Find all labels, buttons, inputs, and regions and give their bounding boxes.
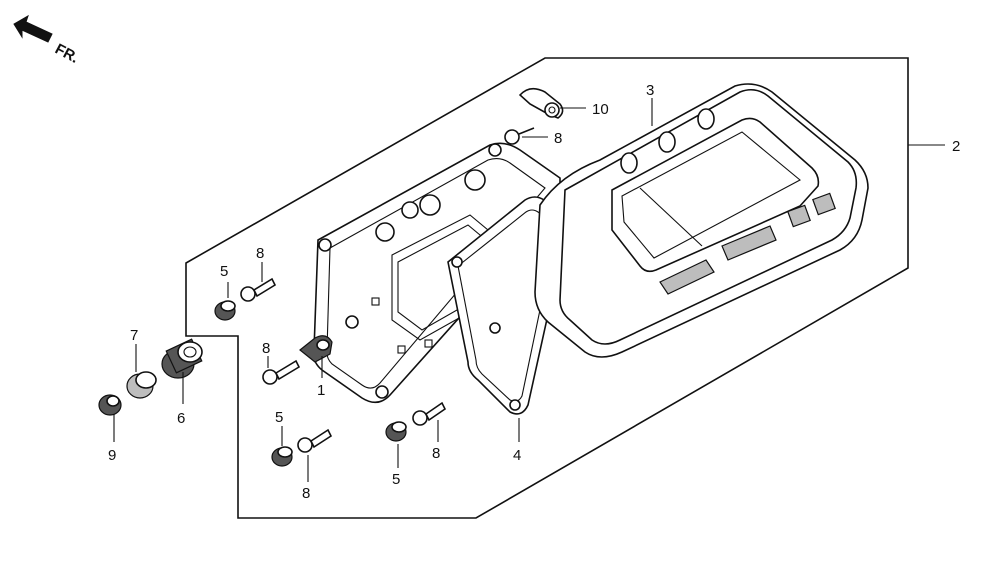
screw-part-8 xyxy=(262,359,301,385)
set-button-icon xyxy=(721,225,777,261)
screw-part-8 xyxy=(297,428,333,453)
bushing-part-6 xyxy=(161,338,203,379)
callout-8: 8 xyxy=(302,485,310,502)
boss-hole-icon xyxy=(318,238,332,252)
callout-9: 9 xyxy=(108,447,116,464)
callout-5: 5 xyxy=(220,263,228,280)
mode-button-icon xyxy=(659,259,715,295)
callout-7: 7 xyxy=(130,327,138,344)
assembly-group-outline xyxy=(185,57,909,519)
boss-hole-icon xyxy=(375,385,389,399)
screw-part-8 xyxy=(412,401,447,426)
callout-8: 8 xyxy=(432,445,440,462)
indicator-lamp-icon xyxy=(697,108,715,130)
leader-lines xyxy=(113,98,945,482)
callout-8: 8 xyxy=(554,130,562,147)
switch-button-icon xyxy=(812,192,836,216)
bushing-part-7 xyxy=(126,371,157,399)
grommet-part-5 xyxy=(385,421,407,442)
callout-5: 5 xyxy=(275,409,283,426)
gasket-part-4 xyxy=(447,196,561,415)
switch-button-icon xyxy=(787,204,811,228)
front-direction-label: FR. xyxy=(52,41,81,67)
wire-clip-part-1 xyxy=(299,335,333,363)
callout-10: 10 xyxy=(592,101,609,118)
callout-8: 8 xyxy=(256,245,264,262)
callout-3: 3 xyxy=(646,82,654,99)
meter-housing-part-3 xyxy=(534,83,869,358)
callout-5: 5 xyxy=(392,471,400,488)
grommet-part-5 xyxy=(271,446,293,467)
screw-part-8 xyxy=(240,277,277,302)
case-back-plate xyxy=(312,142,561,404)
nut-part-9 xyxy=(98,394,122,416)
screw-part-8 xyxy=(504,127,535,145)
callout-8: 8 xyxy=(262,340,270,357)
indicator-lamp-icon xyxy=(658,131,676,153)
boss-hole-icon xyxy=(345,315,359,329)
front-direction-arrow-icon xyxy=(13,14,53,43)
indicator-lamp-icon xyxy=(620,152,638,174)
cable-clamp-part-10 xyxy=(518,87,564,119)
callout-1: 1 xyxy=(317,382,325,399)
callout-6: 6 xyxy=(177,410,185,427)
callout-2: 2 xyxy=(952,138,960,155)
callout-4: 4 xyxy=(513,447,521,464)
grommet-part-5 xyxy=(214,300,236,321)
